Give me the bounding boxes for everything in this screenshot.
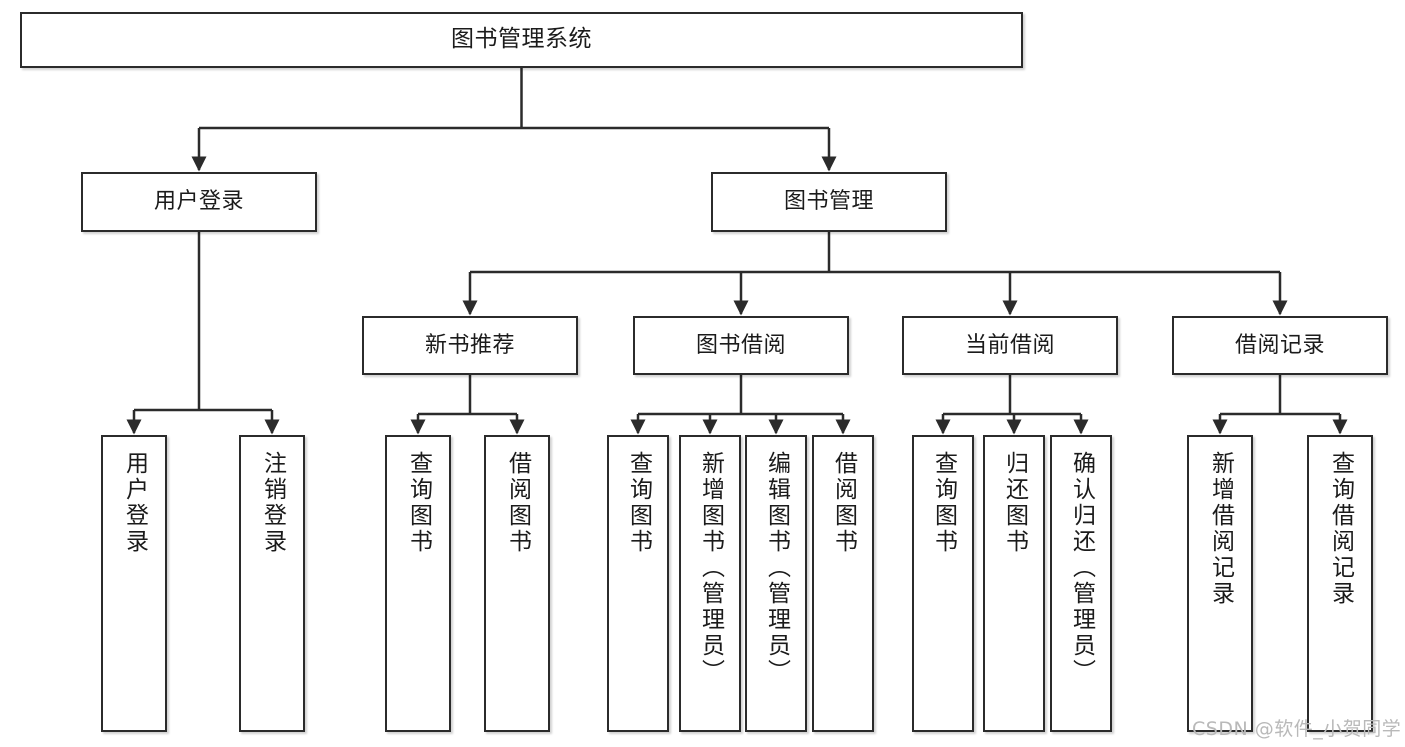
node-leaf_query_book_1-label: 查询图书	[405, 451, 432, 555]
node-leaf_query_record-label: 查询借阅记录	[1327, 451, 1354, 607]
node-leaf_add_record[interactable]: 新增借阅记录	[1187, 435, 1253, 732]
node-book_mgmt-label: 图书管理	[783, 189, 874, 215]
node-leaf_confirm_return[interactable]: 确认归还（管理员）	[1050, 435, 1112, 732]
node-new_book_rec[interactable]: 新书推荐	[362, 316, 578, 375]
node-book_mgmt[interactable]: 图书管理	[711, 172, 947, 232]
node-leaf_query_book_2[interactable]: 查询图书	[607, 435, 669, 732]
node-leaf_borrow_book_2-label: 借阅图书	[830, 451, 857, 555]
node-leaf_query_book_3[interactable]: 查询图书	[912, 435, 974, 732]
node-leaf_add_book-label: 新增图书（管理员）	[697, 451, 724, 685]
node-leaf_user_logout-label: 注销登录	[259, 451, 286, 555]
node-borrow_record-label: 借阅记录	[1234, 332, 1325, 358]
node-leaf_query_book_2-label: 查询图书	[625, 451, 652, 555]
csdn-watermark: CSDN @软件_小贺同学	[1192, 718, 1402, 740]
node-leaf_add_record-label: 新增借阅记录	[1207, 451, 1234, 607]
node-leaf_user_login[interactable]: 用户登录	[101, 435, 167, 732]
node-leaf_return_book[interactable]: 归还图书	[983, 435, 1045, 732]
node-leaf_query_record[interactable]: 查询借阅记录	[1307, 435, 1373, 732]
node-leaf_confirm_return-label: 确认归还（管理员）	[1068, 451, 1095, 685]
node-current_borrow[interactable]: 当前借阅	[902, 316, 1118, 375]
node-leaf_return_book-label: 归还图书	[1001, 451, 1028, 555]
node-current_borrow-label: 当前借阅	[964, 332, 1055, 358]
node-leaf_edit_book-label: 编辑图书（管理员）	[763, 451, 790, 685]
node-leaf_borrow_book_1[interactable]: 借阅图书	[484, 435, 550, 732]
node-leaf_borrow_book_1-label: 借阅图书	[504, 451, 531, 555]
node-book_borrow-label: 图书借阅	[695, 332, 786, 358]
node-leaf_query_book_3-label: 查询图书	[930, 451, 957, 555]
node-leaf_user_logout[interactable]: 注销登录	[239, 435, 305, 732]
node-leaf_user_login-label: 用户登录	[121, 451, 148, 555]
node-leaf_query_book_1[interactable]: 查询图书	[385, 435, 451, 732]
node-borrow_record[interactable]: 借阅记录	[1172, 316, 1388, 375]
node-root-label: 图书管理系统	[451, 26, 592, 53]
node-book_borrow[interactable]: 图书借阅	[633, 316, 849, 375]
node-user_login-label: 用户登录	[153, 189, 244, 215]
node-leaf_borrow_book_2[interactable]: 借阅图书	[812, 435, 874, 732]
node-leaf_add_book[interactable]: 新增图书（管理员）	[679, 435, 741, 732]
node-new_book_rec-label: 新书推荐	[424, 332, 515, 358]
node-root[interactable]: 图书管理系统	[20, 12, 1023, 68]
node-leaf_edit_book[interactable]: 编辑图书（管理员）	[745, 435, 807, 732]
node-user_login[interactable]: 用户登录	[81, 172, 317, 232]
